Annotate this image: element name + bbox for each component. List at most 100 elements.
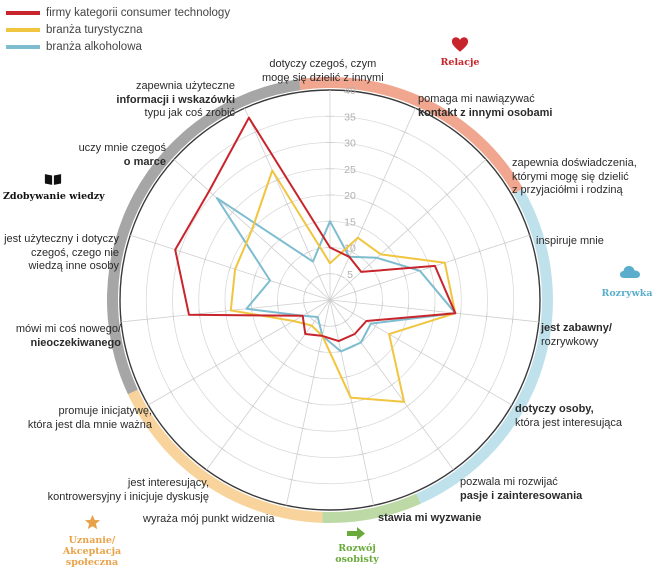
axis-tick-mark bbox=[373, 322, 378, 330]
axis-label-expresses-my-view: wyraża mój punkt widzenia bbox=[143, 513, 275, 525]
axis-tick-mark bbox=[331, 324, 340, 327]
axis-tick-mark bbox=[259, 335, 265, 344]
axis-tick-mark bbox=[228, 263, 232, 272]
axis-tick-mark bbox=[347, 401, 356, 404]
axis-tick-mark bbox=[224, 306, 227, 315]
group-label-relations: Relacje bbox=[440, 57, 480, 68]
axis-tick-mark bbox=[486, 388, 492, 396]
axis-tick-mark bbox=[433, 306, 436, 315]
axis-tick-mark bbox=[403, 271, 407, 280]
axis-label-fun-entertaining: jest zabawny/rozrywkowy bbox=[541, 322, 612, 348]
axis-tick-mark bbox=[268, 244, 275, 251]
axis-tick-mark bbox=[418, 348, 424, 357]
band-entertainment bbox=[416, 188, 554, 504]
axis-tick-mark bbox=[287, 478, 296, 481]
axis-tick-mark bbox=[203, 255, 207, 264]
axis-tick-mark bbox=[280, 361, 288, 367]
book-icon bbox=[44, 174, 62, 185]
axis-tick-mark bbox=[250, 304, 253, 313]
series-consumer-technology bbox=[174, 116, 457, 343]
axis-tick-mark bbox=[298, 427, 307, 430]
tick-label: 35 bbox=[344, 111, 356, 123]
axis-tick-mark bbox=[236, 348, 242, 357]
axis-tick-mark bbox=[346, 279, 353, 286]
axis-tick-mark bbox=[336, 274, 345, 279]
axis-tick-mark bbox=[320, 324, 329, 327]
axis-tick-mark bbox=[400, 130, 409, 135]
axis-tick-mark bbox=[434, 445, 442, 452]
axis-tick-mark bbox=[233, 424, 241, 431]
axis-tick-mark bbox=[278, 279, 282, 288]
axis-tick-mark bbox=[304, 250, 313, 255]
axis-tick-mark bbox=[388, 382, 396, 388]
legend-swatch-yellow bbox=[6, 27, 40, 32]
star-icon bbox=[84, 514, 101, 530]
band-relations bbox=[298, 77, 524, 194]
axis-tick-mark bbox=[358, 226, 366, 231]
axis-tick-mark bbox=[153, 239, 157, 248]
series-tourism bbox=[229, 169, 457, 403]
axis-label-experiences-to-share: zapewnia doświadczenia,którymi mogę się … bbox=[512, 157, 637, 196]
axis-label-inspires-me: inspiruje mnie bbox=[536, 235, 604, 247]
axis-label-controversial-discussion: jest interesujący,kontrowersyjny i inicj… bbox=[47, 477, 209, 503]
axis-tick-mark bbox=[405, 226, 412, 233]
axis-tick-mark bbox=[441, 361, 447, 370]
axis-label-challenges-me: stawia mi wyzwanie bbox=[378, 512, 482, 524]
axis-tick-mark bbox=[372, 361, 380, 367]
axis-tick-mark bbox=[511, 315, 514, 324]
axis-tick-mark bbox=[282, 322, 287, 330]
axis-tick-mark bbox=[172, 312, 175, 321]
axis-tick-mark bbox=[198, 309, 201, 318]
axis-tick-mark bbox=[191, 375, 196, 383]
axis-tick-mark bbox=[276, 301, 279, 310]
group-label-entertainment: Rozrywka bbox=[601, 288, 653, 299]
axis-tick-mark bbox=[403, 403, 411, 409]
axis-tick-mark bbox=[264, 382, 272, 388]
legend-swatch-red bbox=[6, 10, 40, 15]
axis-tick-mark bbox=[168, 388, 174, 396]
axis-tick-mark bbox=[350, 309, 356, 317]
axis-tick-mark bbox=[303, 287, 307, 296]
axis-tick-mark bbox=[459, 309, 462, 318]
tick-label: 25 bbox=[344, 164, 356, 176]
legend-label: branża turystyczna bbox=[46, 23, 143, 36]
axis-tick-mark bbox=[293, 452, 302, 456]
axis-tick-mark bbox=[262, 154, 270, 159]
axis-tick-mark bbox=[309, 375, 318, 379]
legend-item-tourism: branża turystyczna bbox=[6, 21, 230, 38]
axis-label-new-unexpected: mówi mi coś nowego/nieoczekiwanego bbox=[15, 323, 121, 349]
axis-tick-mark bbox=[218, 445, 226, 452]
axis-tick-mark bbox=[366, 261, 372, 269]
axis-tick-mark bbox=[315, 350, 324, 353]
axis-tick-mark bbox=[353, 287, 357, 296]
legend-label: firmy kategorii consumer technology bbox=[46, 6, 231, 19]
axis-tick-mark bbox=[283, 202, 292, 207]
axis-tick-mark bbox=[378, 279, 382, 288]
axis-tick-mark bbox=[353, 427, 362, 430]
axis-tick-mark bbox=[419, 424, 427, 431]
legend-swatch-blue bbox=[6, 44, 40, 49]
axis-tick-mark bbox=[146, 315, 149, 324]
tick-label: 30 bbox=[344, 138, 356, 150]
axis-tick-mark bbox=[315, 274, 324, 279]
axis-label-important-initiative: promuje inicjatywę,która jest dla mnie w… bbox=[27, 405, 152, 431]
cloud-icon bbox=[620, 266, 640, 278]
axis-tick-mark bbox=[485, 312, 488, 321]
axis-tick-mark bbox=[385, 244, 392, 251]
axis-tick-mark bbox=[424, 208, 431, 216]
axis-tick-mark bbox=[253, 271, 257, 280]
axis-tick-mark bbox=[368, 202, 377, 207]
axis-tick-mark bbox=[249, 403, 257, 409]
axis-tick-mark bbox=[358, 452, 367, 456]
axis-tick-mark bbox=[478, 247, 482, 256]
tick-label: 20 bbox=[344, 190, 356, 202]
arrow-icon bbox=[347, 527, 365, 540]
axis-tick-mark bbox=[341, 318, 349, 324]
